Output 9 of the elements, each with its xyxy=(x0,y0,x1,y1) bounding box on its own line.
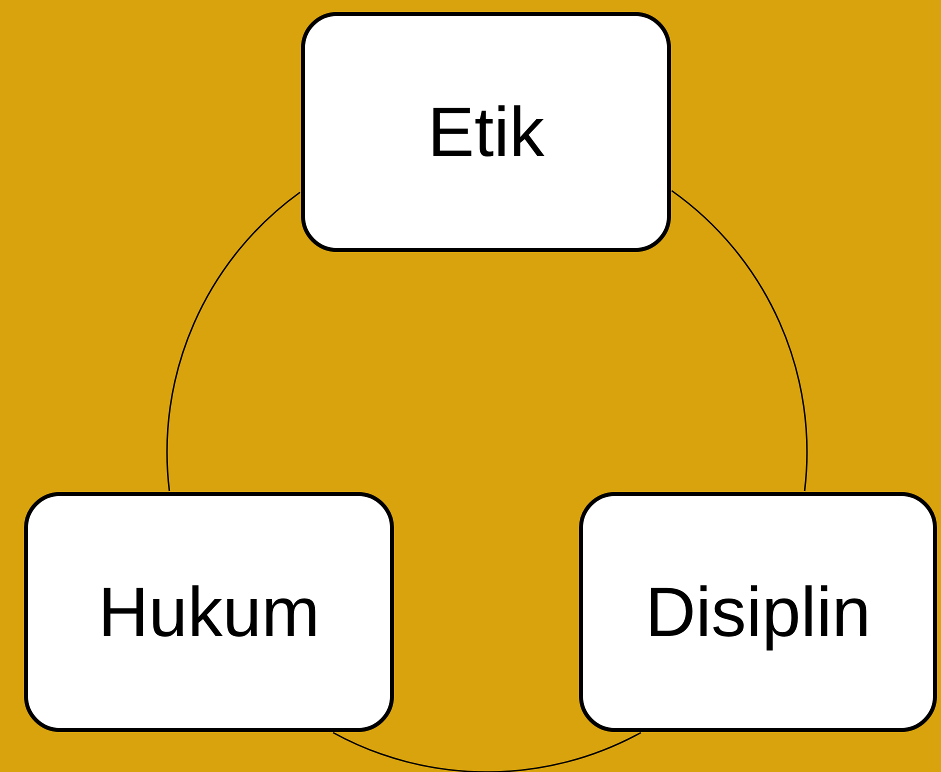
connector-arc xyxy=(332,732,642,772)
rounded-box xyxy=(24,492,394,732)
node-label: Disiplin xyxy=(645,572,871,652)
rounded-box xyxy=(579,492,937,732)
connector-arc xyxy=(671,190,808,492)
connector-arc xyxy=(166,192,300,492)
rounded-box xyxy=(301,12,671,252)
node-label: Hukum xyxy=(98,572,320,652)
node-label: Etik xyxy=(428,92,544,172)
